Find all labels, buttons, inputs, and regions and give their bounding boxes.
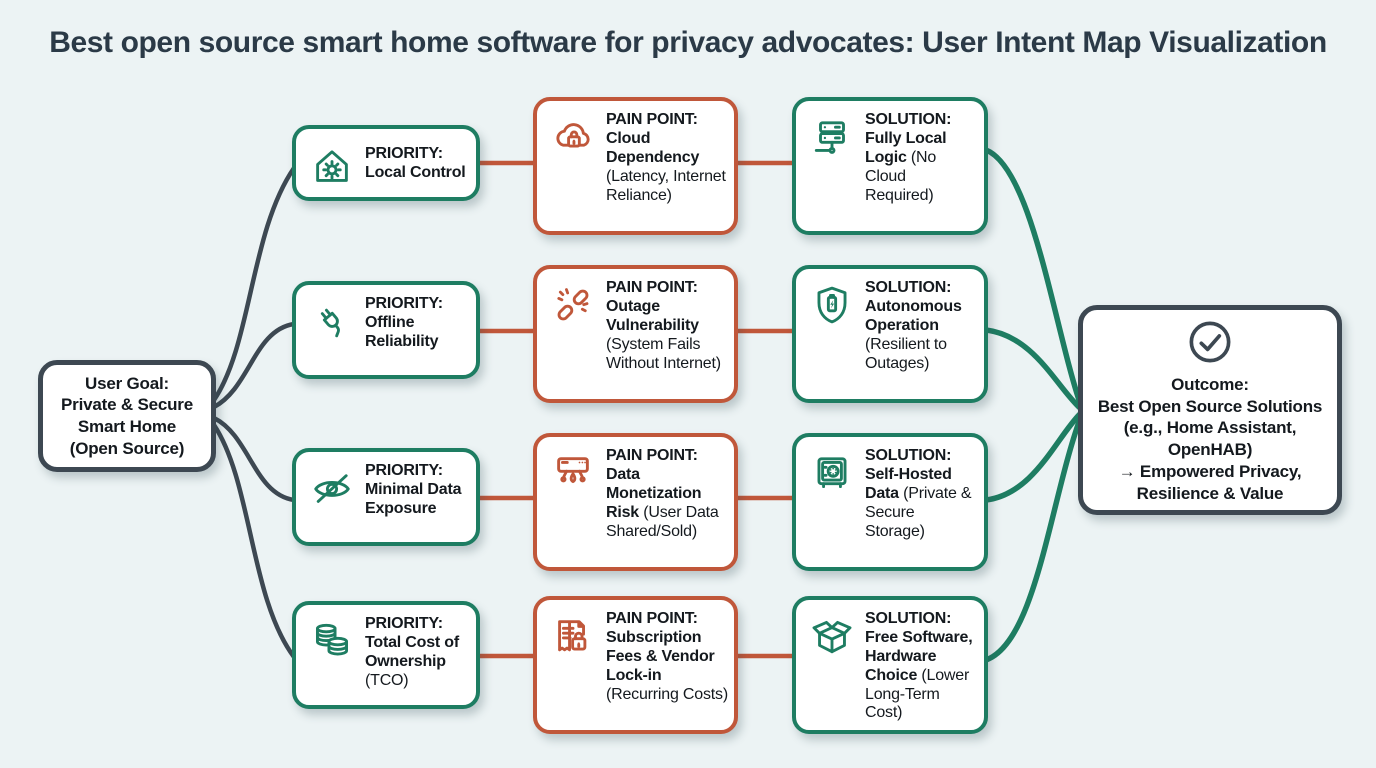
plug-icon [309,298,355,344]
solution-text: SOLUTION:Autonomous Operation (Resilient… [865,279,962,372]
priority-box-minimal-data-exposure: PRIORITY:Minimal Data Exposure [292,448,480,546]
priority-box-local-control: PRIORITY:Local Control [292,125,480,201]
server-network-icon [809,114,855,160]
solution-box-free-software: SOLUTION:Free Software, Hardware Choice … [792,596,988,734]
solution-text: SOLUTION:Free Software, Hardware Choice … [865,610,973,722]
invoice-lock-icon [550,613,596,659]
pain-box-cloud-dependency: PAIN POINT:Cloud Dependency (Latency, In… [533,97,738,235]
check-circle-icon [1184,316,1236,368]
coins-icon [309,618,355,664]
cloud-lock-icon [550,114,596,160]
solution-box-autonomous-operation: SOLUTION:Autonomous Operation (Resilient… [792,265,988,403]
pain-box-outage-vulnerability: PAIN POINT:Outage Vulnerability (System … [533,265,738,403]
outcome-box: Outcome: Best Open Source Solutions (e.g… [1078,305,1342,515]
priority-box-offline-reliability: PRIORITY:Offline Reliability [292,281,480,379]
safe-icon [809,450,855,496]
page-title: Best open source smart home software for… [49,26,1327,59]
priority-text: PRIORITY:Minimal Data Exposure [365,462,462,517]
user-goal-text: User Goal: Private & Secure Smart Home (… [61,373,193,458]
solution-text: SOLUTION:Fully Local Logic (No Cloud Req… [865,111,952,204]
user-goal-box: User Goal: Private & Secure Smart Home (… [38,360,216,472]
pain-text: PAIN POINT:Outage Vulnerability (System … [606,279,721,372]
priority-text: PRIORITY:Local Control [365,145,466,181]
pain-text: PAIN POINT:Cloud Dependency (Latency, In… [606,111,726,204]
shield-battery-icon [809,282,855,328]
priority-box-total-cost: PRIORITY:Total Cost of Ownership (TCO) [292,601,480,709]
solution-text: SOLUTION:Self-Hosted Data (Private & Sec… [865,447,972,540]
eye-slash-icon [309,465,355,511]
priority-text: PRIORITY:Total Cost of Ownership (TCO) [365,615,459,689]
broken-link-icon [550,282,596,328]
outcome-text: Outcome: Best Open Source Solutions (e.g… [1097,374,1323,503]
pain-box-subscription-lockin: PAIN POINT:Subscription Fees & Vendor Lo… [533,596,738,734]
data-leak-icon [550,450,596,496]
pain-text: PAIN POINT:Data Monetization Risk (User … [606,447,719,540]
open-box-icon [809,613,855,659]
pain-text: PAIN POINT:Subscription Fees & Vendor Lo… [606,610,728,703]
house-gear-icon [309,143,355,189]
pain-box-data-monetization: PAIN POINT:Data Monetization Risk (User … [533,433,738,571]
solution-box-fully-local-logic: SOLUTION:Fully Local Logic (No Cloud Req… [792,97,988,235]
priority-text: PRIORITY:Offline Reliability [365,295,443,350]
solution-box-self-hosted-data: SOLUTION:Self-Hosted Data (Private & Sec… [792,433,988,571]
